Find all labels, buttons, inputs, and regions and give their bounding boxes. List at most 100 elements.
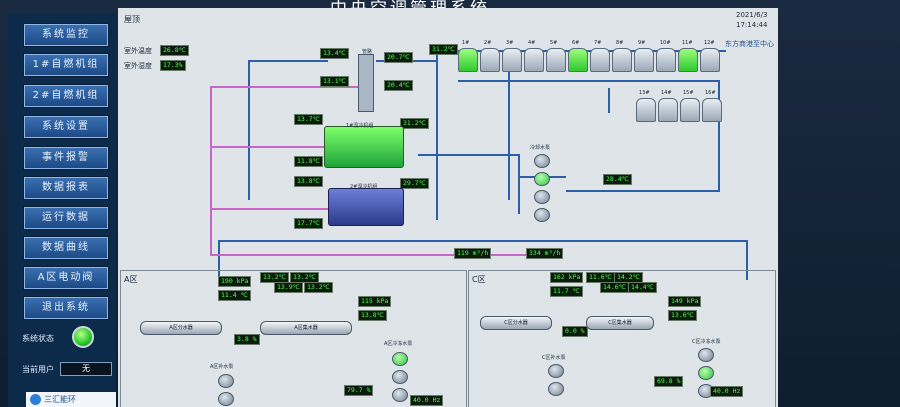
zone-c-temp-right: 13.6℃ — [668, 310, 697, 321]
cooling-tower-label: 10# — [660, 40, 671, 46]
main-return-pipe — [746, 240, 748, 280]
zone-a-distributor: A区分水器 — [140, 321, 222, 335]
cooling-tower-13[interactable] — [636, 98, 656, 122]
cooling-pump[interactable] — [534, 154, 550, 168]
cooling-tower-label: 1# — [462, 40, 470, 46]
date-text: 2021/6/3 — [736, 11, 768, 19]
cooling-tower-label: 6# — [572, 40, 580, 46]
zone-c-replenish-pump[interactable] — [548, 364, 564, 378]
cooling-pump[interactable] — [534, 172, 550, 186]
zone-c-chilled-pump[interactable] — [698, 366, 714, 380]
zone-a-temp-right: 13.8℃ — [358, 310, 387, 321]
zone-c-replenish-label: C区补水泵 — [542, 355, 566, 361]
outdoor-hum-label: 室外湿度 — [124, 62, 152, 70]
cooling-pipe — [418, 154, 518, 156]
zone-a-replenish-pump[interactable] — [218, 374, 234, 388]
cooling-tower-2[interactable] — [480, 48, 500, 72]
temp-reading: 31.2℃ — [400, 118, 429, 129]
zone-a-chilled-pump[interactable] — [392, 352, 408, 366]
zone-c-pressure: 162 kPa — [550, 272, 584, 283]
status-indicator-icon — [72, 326, 94, 348]
logo: 三汇能环 — [26, 392, 116, 407]
cooling-tower-5[interactable] — [546, 48, 566, 72]
cooling-tower-label: 16# — [705, 90, 716, 96]
tower-pipe — [458, 80, 718, 82]
menu-a-zone-valve[interactable]: A区电动阀 — [24, 267, 108, 289]
zone-a-pressure-right: 115 kPa — [358, 296, 392, 307]
cooling-tower-3[interactable] — [502, 48, 522, 72]
cooling-tower-8[interactable] — [612, 48, 632, 72]
zone-c-temp: 11.7 ℃ — [550, 286, 583, 297]
zone-a-pressure: 190 kPa — [218, 276, 252, 287]
supply-pipe — [248, 60, 250, 200]
menu-run-data[interactable]: 运行数据 — [24, 207, 108, 229]
cooling-tower-9[interactable] — [634, 48, 654, 72]
menu-event-alarm[interactable]: 事件报警 — [24, 147, 108, 169]
cooling-tower-1[interactable] — [458, 48, 478, 72]
tower-pipe — [436, 50, 438, 220]
cooling-pipe — [566, 190, 720, 192]
zone-c-collector: C区集水器 — [586, 316, 654, 330]
zone-a-label: A区 — [124, 275, 138, 284]
chiller-2[interactable] — [328, 188, 404, 226]
temp-reading: 13.4℃ — [320, 48, 349, 59]
menu-unit-2[interactable]: 2#自燃机组 — [24, 85, 108, 107]
temp-reading: 11.8℃ — [294, 156, 323, 167]
cooling-tower-14[interactable] — [658, 98, 678, 122]
zone-c-chilled-pump[interactable] — [698, 348, 714, 362]
cooling-pipe — [718, 80, 720, 190]
roof-label: 屋顶 — [124, 15, 140, 24]
zone-a — [120, 270, 467, 407]
zone-a-valve: 3.8 % — [234, 334, 260, 345]
cooling-tower-4[interactable] — [524, 48, 544, 72]
cooling-tower-12[interactable] — [700, 48, 720, 72]
cooling-tower-16[interactable] — [702, 98, 722, 122]
zone-c-pump-freq: 69.8 % — [654, 376, 684, 387]
cooling-tower-15[interactable] — [680, 98, 700, 122]
zone-c-label: C区 — [472, 275, 486, 284]
cooling-tower-label: 5# — [550, 40, 558, 46]
cooling-pump[interactable] — [534, 208, 550, 222]
outdoor-temp-value: 26.8℃ — [160, 45, 189, 56]
temp-reading: 13.8℃ — [294, 176, 323, 187]
cooling-pipe — [508, 60, 510, 200]
chilled-pipe — [210, 86, 212, 256]
zone-a-chilled-pump[interactable] — [392, 370, 408, 384]
site-name: 东方商港至中心 — [725, 40, 774, 48]
cooling-tower-11[interactable] — [678, 48, 698, 72]
zone-c — [468, 270, 776, 407]
zone-a-replenish-pump[interactable] — [218, 392, 234, 406]
menu-exit[interactable]: 退出系统 — [24, 297, 108, 319]
main-return-pipe — [218, 240, 220, 280]
cooling-tower-label: 11# — [682, 40, 693, 46]
time-text: 17:14:44 — [736, 21, 768, 29]
cooling-tower-label: 13# — [639, 90, 650, 96]
chiller-2-label: 2#溴冷机组 — [350, 184, 378, 190]
menu-system-monitor[interactable]: 系统监控 — [24, 24, 108, 46]
temp-reading: 31.2℃ — [429, 44, 458, 55]
system-status-label: 系统状态 — [22, 334, 54, 343]
chiller-1[interactable] — [324, 126, 404, 168]
cooling-tower-7[interactable] — [590, 48, 610, 72]
zone-a-small: 13.2℃ — [304, 282, 333, 293]
temp-reading: 29.7℃ — [400, 178, 429, 189]
menu-unit-1[interactable]: 1#自燃机组 — [24, 54, 108, 76]
menu-data-curve[interactable]: 数据曲线 — [24, 237, 108, 259]
cooling-pump[interactable] — [534, 190, 550, 204]
menu-system-settings[interactable]: 系统设置 — [24, 116, 108, 138]
supply-pipe — [248, 60, 328, 62]
logo-icon — [30, 394, 41, 405]
cooling-tower-label: 12# — [704, 40, 715, 46]
flow-reading: 334 m³/h — [526, 248, 564, 259]
cooling-tower-label: 3# — [506, 40, 514, 46]
cooling-tower-6[interactable] — [568, 48, 588, 72]
menu-data-report[interactable]: 数据报表 — [24, 177, 108, 199]
zone-a-freq: 40.0 Hz — [410, 395, 444, 406]
main-return-pipe — [218, 240, 748, 242]
cooling-tower-10[interactable] — [656, 48, 676, 72]
temp-reading: 20.7℃ — [384, 52, 413, 63]
zone-a-chilled-pump[interactable] — [392, 388, 408, 402]
outdoor-temp-label: 室外温度 — [124, 47, 152, 55]
zone-c-replenish-pump[interactable] — [548, 382, 564, 396]
